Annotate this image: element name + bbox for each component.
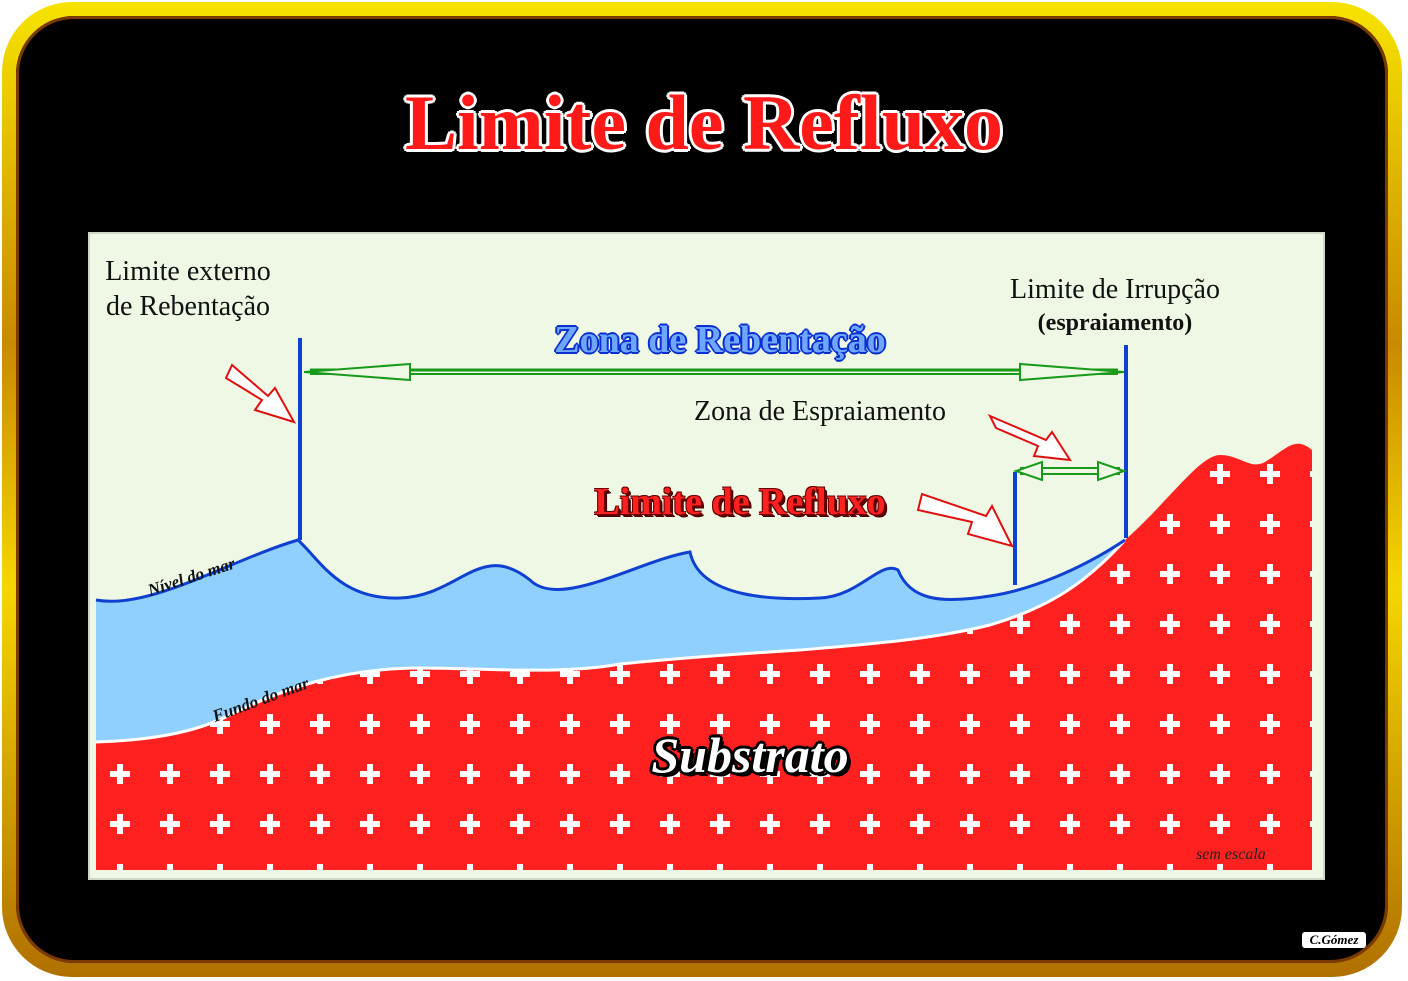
substrate-label: Substrato [651,727,849,783]
swash-zone-label: Zona de Espraiamento [694,396,946,427]
uprush-limit-label: Limite de Irrupção [1010,274,1220,305]
sea-level-line [95,538,1126,603]
outer-breaker-limit-label: Limite externo de Rebentação [105,256,271,322]
pointer-arrow-swash [987,414,1072,462]
pointer-arrow-outer-limit [224,363,297,424]
surf-zone-label: Zona de Rebentação [554,319,886,361]
sea-floor-line [95,538,1127,744]
author-signature: C.Gómez [1302,932,1366,948]
no-scale-note: sem escala [1196,846,1266,863]
uprush-limit-sublabel: (espraiamento) [1037,310,1193,336]
page-title: Limite de Refluxo [405,79,1003,166]
pointer-arrow-backwash [916,492,1014,548]
surf-zone-arrow [303,362,1125,382]
swash-zone-arrow [1012,460,1128,482]
backwash-limit-label: Limite de Refluxo [594,481,886,523]
